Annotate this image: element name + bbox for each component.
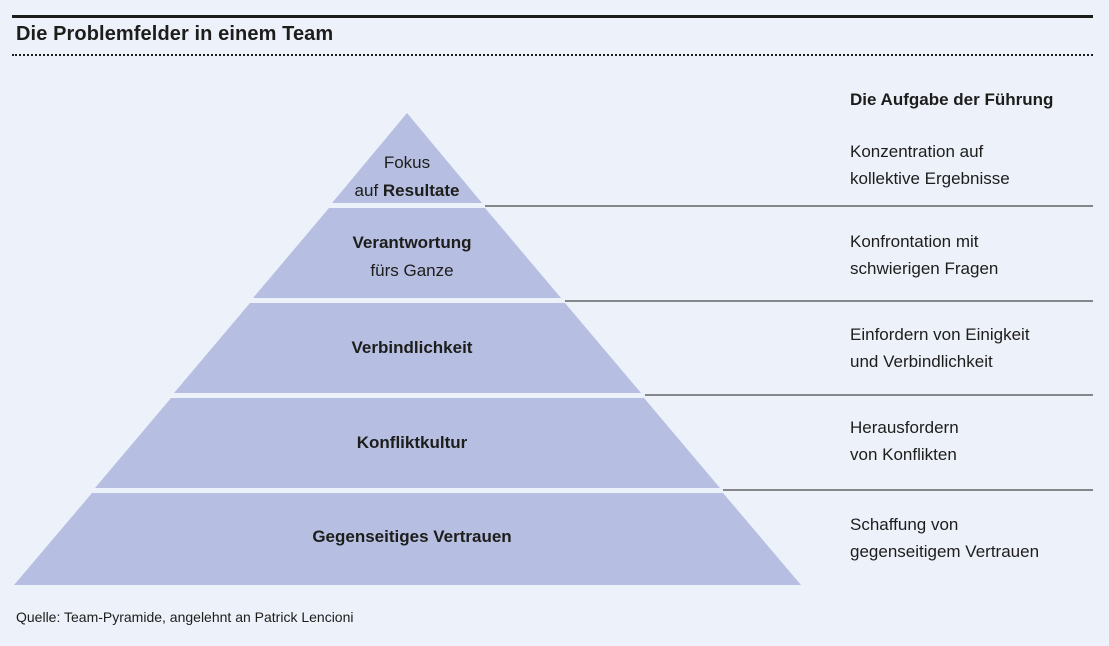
level-2-label: Verantwortung fürs Ganze [352,233,472,280]
leadership-task-5: Schaffung von gegenseitigem Vertrauen [850,515,1040,561]
level-4-label: Konfliktkultur [356,433,468,452]
source-note: Quelle: Team-Pyramide, angelehnt an Patr… [16,609,354,625]
level-5-label: Gegenseitiges Vertrauen [312,527,512,546]
pyramid-level-3 [174,303,641,393]
leadership-task-1: Konzentration auf kollektive Ergebnisse [850,142,1010,188]
pyramid-level-4 [95,398,720,488]
dotted-divider [12,54,1093,56]
level-1-label: Fokus auf Resultate [354,153,460,200]
leadership-task-2: Konfrontation mit schwierigen Fragen [850,232,999,278]
pyramid-level-1 [332,113,482,203]
pyramid-level-5 [14,493,801,585]
pyramid-level-2 [253,208,561,298]
level-3-label: Verbindlichkeit [351,338,473,357]
leadership-task-3: Einfordern von Einigkeit und Verbindlich… [850,325,1030,371]
leadership-task-4: Herausfordern von Konflikten [850,418,959,464]
diagram-title: Die Problemfelder in einem Team [16,23,334,45]
leadership-task-heading: Die Aufgabe der Führung [850,90,1054,109]
top-rule [12,15,1093,18]
